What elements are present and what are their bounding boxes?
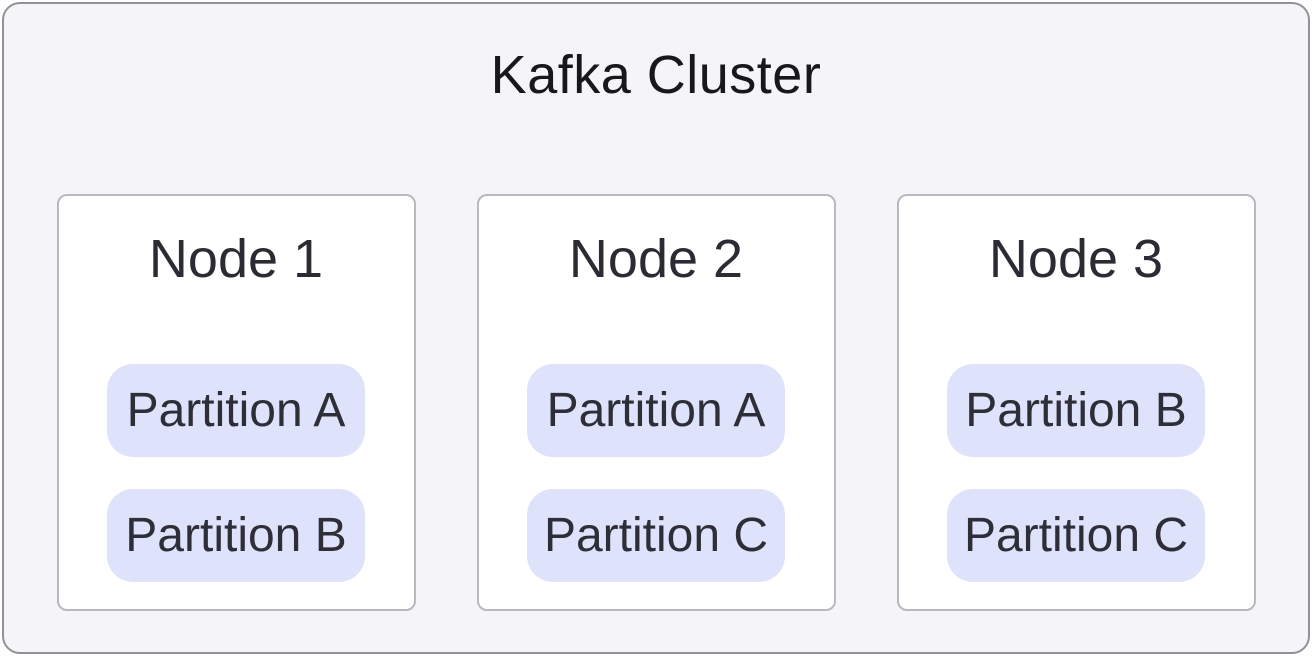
partition-list: Partition B Partition C xyxy=(947,364,1205,583)
partition-pill: Partition B xyxy=(947,364,1205,458)
partition-pill: Partition C xyxy=(527,489,785,583)
partition-list: Partition A Partition B xyxy=(107,364,365,583)
partition-list: Partition A Partition C xyxy=(527,364,785,583)
node-card-3: Node 3 Partition B Partition C xyxy=(896,194,1256,612)
node-card-1: Node 1 Partition A Partition B xyxy=(56,194,416,612)
node-card-2: Node 2 Partition A Partition C xyxy=(476,194,836,612)
node-title: Node 1 xyxy=(148,229,324,290)
nodes-row: Node 1 Partition A Partition B Node 2 Pa… xyxy=(56,194,1256,612)
node-title: Node 2 xyxy=(568,229,744,290)
partition-pill: Partition A xyxy=(527,364,785,458)
partition-pill: Partition A xyxy=(107,364,365,458)
cluster-title: Kafka Cluster xyxy=(490,45,822,105)
node-title: Node 3 xyxy=(988,229,1164,290)
partition-pill: Partition C xyxy=(947,489,1205,583)
partition-pill: Partition B xyxy=(107,489,365,583)
